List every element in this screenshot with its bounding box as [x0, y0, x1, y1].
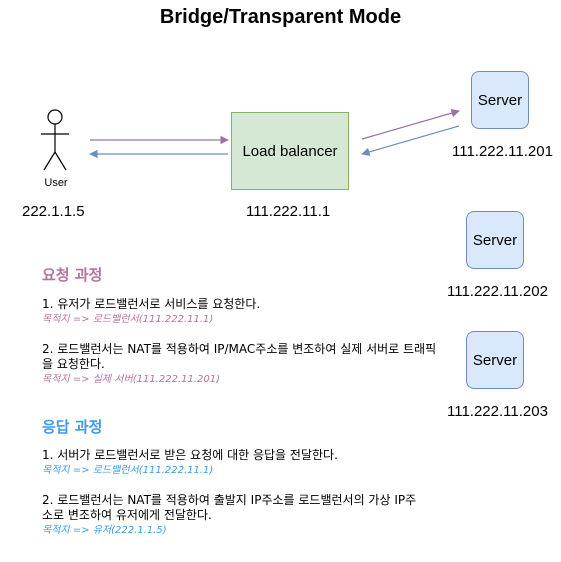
server-box-3: Server — [466, 331, 524, 389]
server-box-2: Server — [466, 211, 524, 269]
server-ip-1: 111.222.11.201 — [452, 143, 553, 160]
server-label: Server — [472, 231, 518, 249]
server-ip-2: 111.222.11.202 — [447, 283, 548, 300]
response-step-2-dest: 목적지 => 유저(222.1.1.5) — [42, 525, 167, 536]
server-box-1: Server — [471, 71, 529, 129]
request-step-1-dest: 목적지 => 로드밸런서(111.222.11.1) — [42, 314, 214, 325]
user-ip: 222.1.1.5 — [22, 203, 85, 220]
diagram-title: Bridge/Transparent Mode — [159, 6, 402, 28]
load-balancer-ip: 111.222.11.1 — [246, 203, 331, 220]
request-step-1: 1. 유저가 로드밸런서로 서비스를 요청한다. — [42, 297, 261, 311]
response-step-1: 1. 서버가 로드밸런서로 받은 요청에 대한 응답을 전달한다. — [42, 448, 338, 462]
request-heading: 요청 과정 — [42, 266, 103, 284]
request-step-2: 2. 로드밸런서는 NAT를 적용하여 IP/MAC주소를 변조하여 실제 서버… — [42, 342, 437, 371]
user-label: User — [44, 177, 68, 189]
arrow-lb-to-server — [361, 109, 460, 140]
user-actor-icon — [41, 109, 69, 171]
response-step-2: 2. 로드밸런서는 NAT를 적용하여 출발지 IP주소를 로드밸런서의 가상 … — [42, 493, 417, 522]
load-balancer-box: Load balancer — [231, 112, 349, 190]
request-step-2-dest: 목적지 => 실제 서버(111.222.11.201) — [42, 374, 221, 385]
server-ip-3: 111.222.11.203 — [447, 403, 548, 420]
load-balancer-label: Load balancer — [242, 142, 338, 160]
response-heading: 응답 과정 — [42, 418, 103, 436]
response-step-1-dest: 목적지 => 로드밸런서(111.222.11.1) — [42, 465, 214, 476]
server-label: Server — [477, 91, 523, 109]
server-label: Server — [472, 351, 518, 369]
arrow-server-to-lb — [361, 125, 460, 156]
